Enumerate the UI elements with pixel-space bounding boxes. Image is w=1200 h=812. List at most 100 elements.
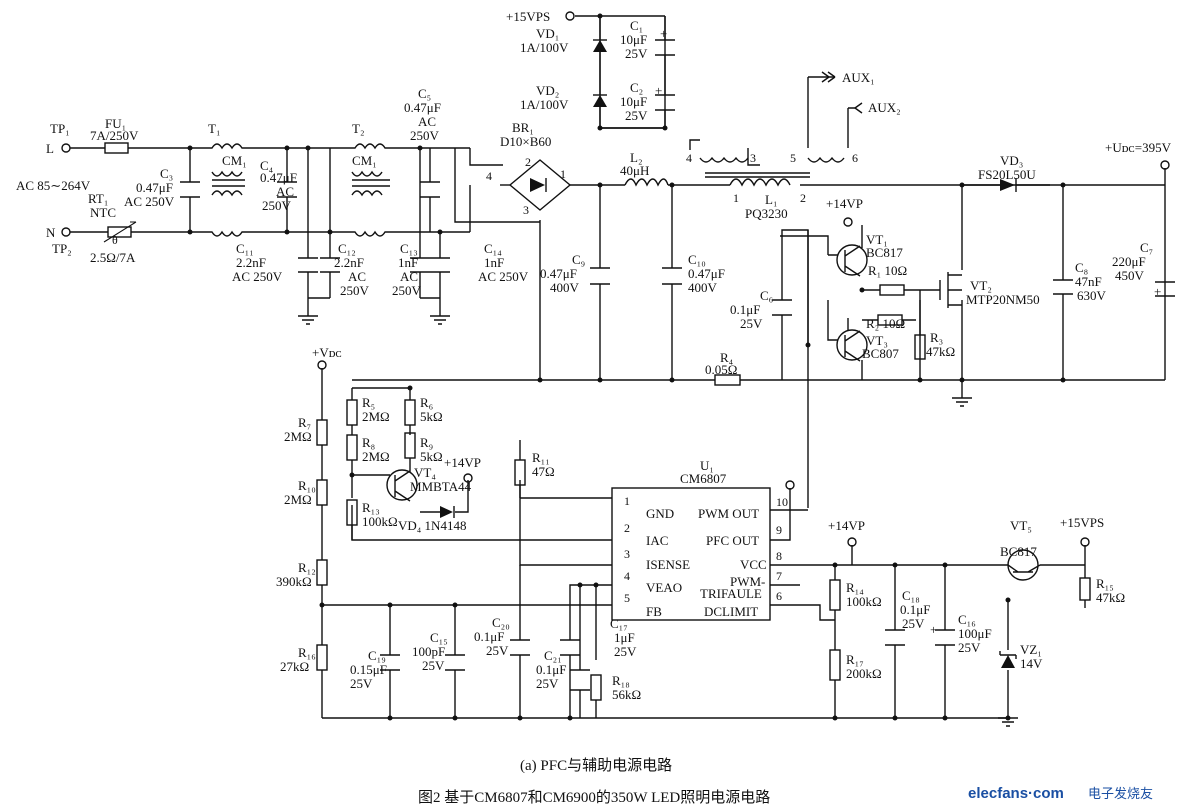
- label-c14r: AC 250V: [478, 269, 529, 284]
- label-c10: C₁₀: [688, 252, 706, 267]
- label-vdc: +Uᴅᴄ=395V: [1105, 140, 1172, 155]
- terminal-15vps-top: [565, 11, 575, 21]
- label-15vps2: +15VPS: [1060, 515, 1104, 530]
- label-c4a: AC: [276, 184, 294, 199]
- label-c10r: 400V: [688, 280, 718, 295]
- label-dclimit: DCLIMIT: [704, 604, 758, 619]
- label-l: L: [46, 141, 54, 156]
- label-vd1: VD₁: [536, 26, 559, 41]
- terminal-tp1: [61, 143, 71, 153]
- label-c21: C₂₁: [544, 648, 562, 663]
- label-c16v: 100μF: [958, 626, 992, 641]
- label-r8v: 2MΩ: [362, 449, 390, 464]
- label-c5: C₅: [418, 86, 431, 101]
- label-cm1a: CM₁: [222, 153, 247, 168]
- label-c8r: 630V: [1077, 288, 1107, 303]
- label-c7r: 450V: [1115, 268, 1145, 283]
- label-c6: C₆: [760, 288, 773, 303]
- label-pin9: 9: [776, 523, 782, 537]
- label-cm1b: CM₁: [352, 153, 377, 168]
- label-r15: R₁₅: [1096, 576, 1114, 591]
- ntc-thermistor-rt1: [107, 226, 132, 238]
- label-vcc: VCC: [740, 557, 767, 572]
- label-pin6: 6: [776, 589, 782, 603]
- label-p4: 4: [486, 169, 492, 183]
- label-w4: 4: [686, 151, 692, 165]
- label-r9v: 5kΩ: [420, 449, 443, 464]
- label-c15v: 100pF: [412, 644, 445, 659]
- label-p1: 1: [560, 167, 566, 181]
- label-w6: 6: [852, 151, 858, 165]
- label-c19v: 0.15μF: [350, 662, 387, 677]
- inductor-l1-primary: [729, 178, 791, 187]
- label-vd3: VD₃: [1000, 153, 1023, 168]
- label-r14: R₁₄: [846, 580, 864, 595]
- label-c5a: AC: [418, 114, 436, 129]
- label-c1v: 10μF: [620, 32, 647, 47]
- label-l1v: PQ3230: [745, 206, 788, 221]
- label-rt1v: 2.5Ω/7A: [90, 250, 136, 265]
- label-vt1v: BC817: [866, 245, 903, 260]
- label-r4v: 0.05Ω: [705, 362, 737, 377]
- label-c18: C₁₈: [902, 588, 920, 603]
- label-vt3v: BC807: [862, 346, 899, 361]
- label-pin10: 10: [776, 495, 788, 509]
- label-plus16: +: [930, 622, 937, 637]
- label-pwmout: PWM OUT: [698, 506, 759, 521]
- resistor-symbols: [316, 284, 1091, 701]
- diode-vd4: [440, 506, 455, 518]
- label-r11v: 47Ω: [532, 464, 555, 479]
- label-c7v: 220μF: [1112, 254, 1146, 269]
- label-r13: R₁₃: [362, 500, 380, 515]
- label-fb: FB: [646, 604, 662, 619]
- label-c6r: 25V: [740, 316, 763, 331]
- label-vdc2: +Vᴅᴄ: [312, 345, 342, 360]
- label-vt2: VT₂: [970, 278, 992, 293]
- capacitor-symbols: [180, 39, 1175, 691]
- label-vd2: VD₂: [536, 83, 559, 98]
- label-c12: C₁₂: [338, 241, 356, 256]
- label-c12a: AC: [348, 269, 366, 284]
- label-theta: θ: [112, 233, 118, 247]
- label-l1p1: 1: [733, 191, 739, 205]
- label-c4r: 250V: [262, 198, 292, 213]
- label-c4: C₄: [260, 158, 274, 173]
- label-c5v: 0.47μF: [404, 100, 441, 115]
- label-c1r: 25V: [625, 46, 648, 61]
- label-r15v: 47kΩ: [1096, 590, 1125, 605]
- label-r10v: 2MΩ: [284, 492, 312, 507]
- label-pfcout: PFC OUT: [706, 533, 759, 548]
- label-c17r: 25V: [614, 644, 637, 659]
- label-plus7: +: [1154, 284, 1161, 299]
- label-c9v: 0.47μF: [540, 266, 577, 281]
- label-c14v: 1nF: [484, 255, 504, 270]
- label-r13v: 100kΩ: [362, 514, 398, 529]
- label-l2v: 40μH: [620, 163, 649, 178]
- label-c17: C₁₇: [610, 616, 628, 631]
- bridge-rectifier-br1: [508, 159, 572, 211]
- label-l1: L₁: [765, 192, 777, 207]
- label-vd4: VD₄ 1N4148: [398, 518, 466, 533]
- label-c10v: 0.47μF: [688, 266, 725, 281]
- label-c13a: AC: [400, 269, 418, 284]
- label-aux2: AUX₂: [868, 100, 901, 115]
- label-c16r: 25V: [958, 640, 981, 655]
- label-c3r: AC 250V: [124, 194, 175, 209]
- label-vd3v: FS20L50U: [978, 167, 1036, 182]
- zener-vz1: [999, 651, 1017, 668]
- label-r18: R₁₈: [612, 673, 630, 688]
- label-pin3: 3: [624, 547, 630, 561]
- terminal-pwm-out: [785, 480, 795, 490]
- label-veao: VEAO: [646, 580, 682, 595]
- ground-symbols: [298, 315, 1018, 727]
- label-u1: U₁: [700, 458, 714, 473]
- label-14vp3: +14VP: [828, 518, 865, 533]
- label-c2: C₂: [630, 80, 643, 95]
- label-pin2: 2: [624, 521, 630, 535]
- label-15vps: +15VPS: [506, 9, 550, 24]
- label-c4v: 0.47μF: [260, 170, 297, 185]
- diode-vd2: [593, 94, 607, 107]
- terminal-14vp-vcc: [847, 537, 857, 547]
- transistor-vt5: [1007, 549, 1041, 581]
- label-vd2v: 1A/100V: [520, 97, 569, 112]
